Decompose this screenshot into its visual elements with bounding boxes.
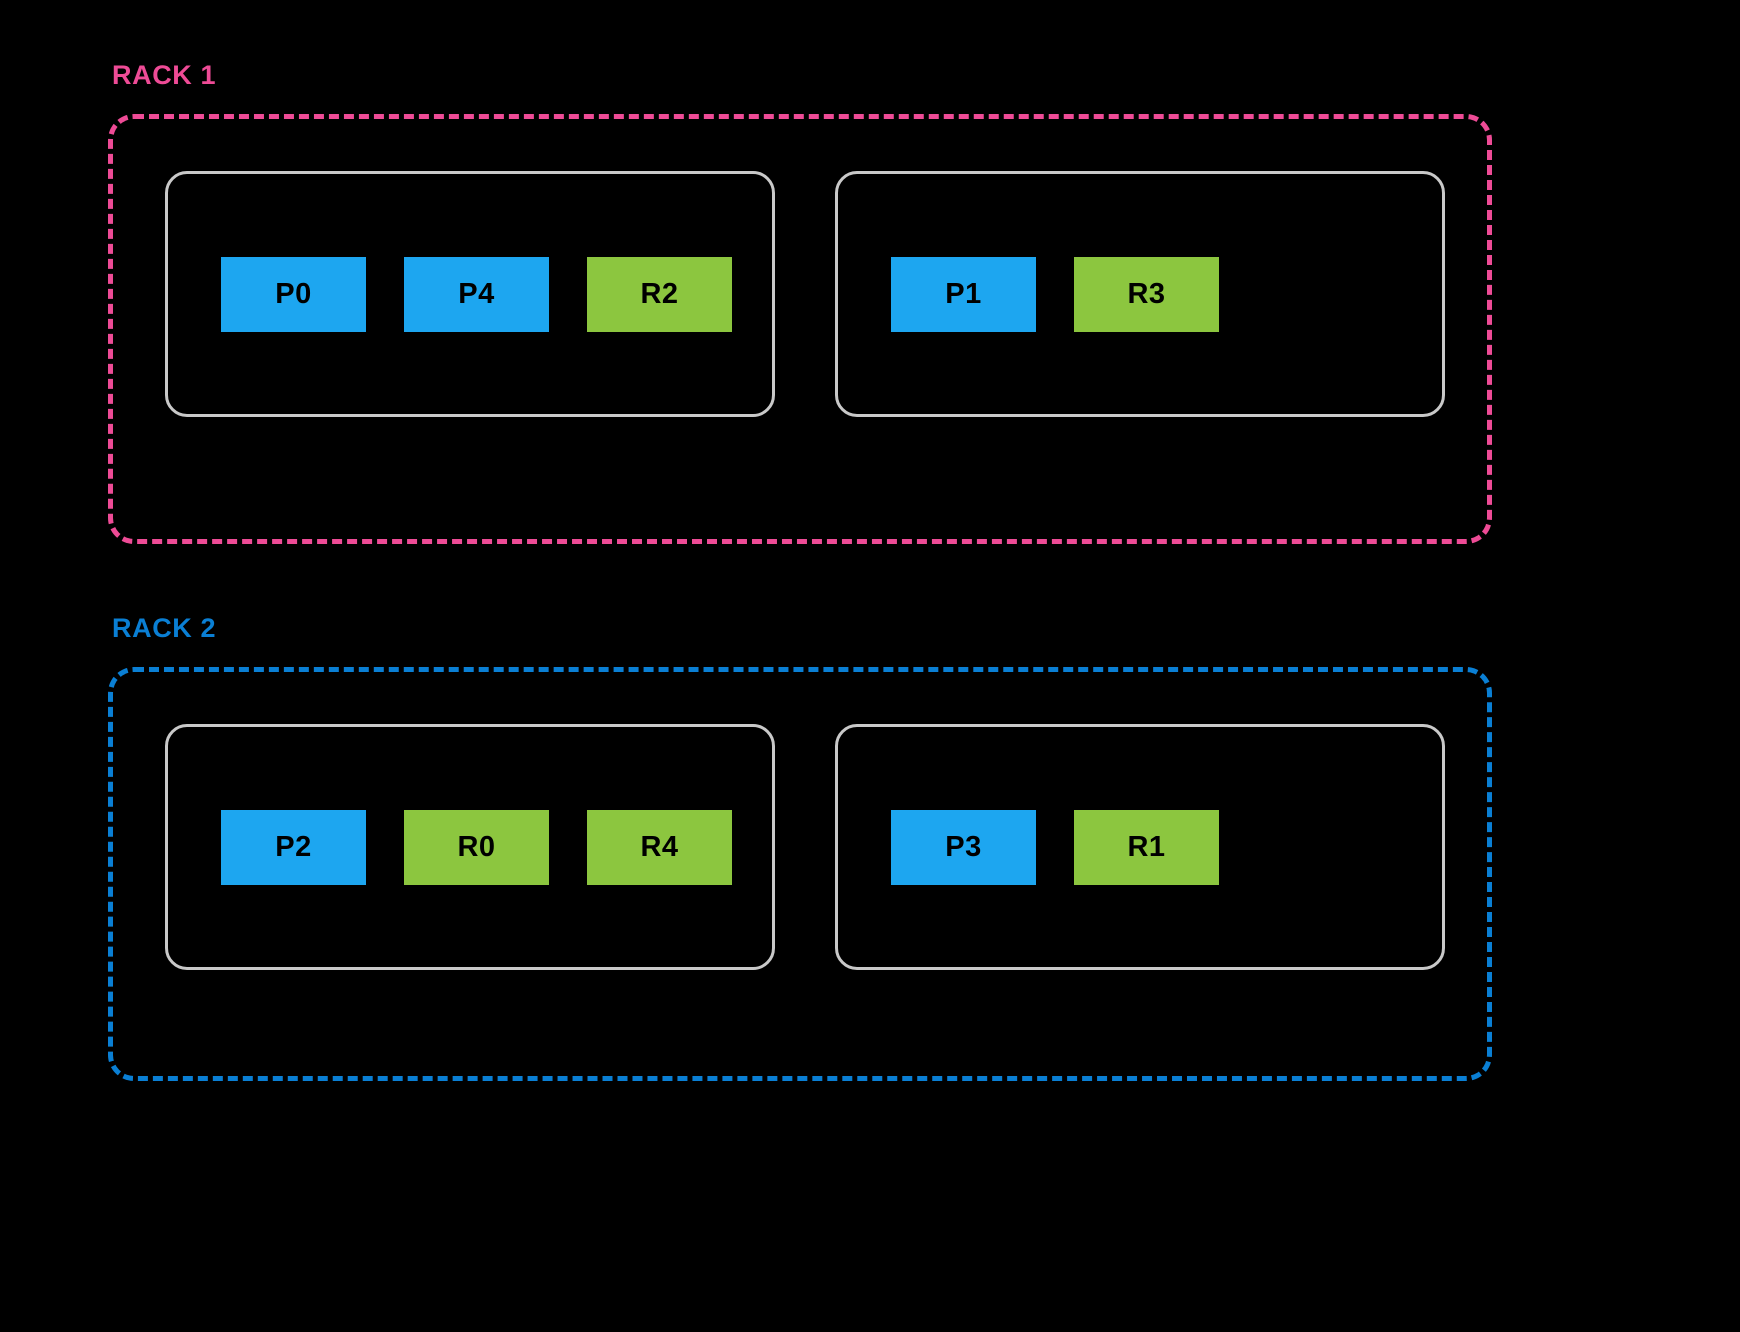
cell-r1[interactable]: R1 (1074, 809, 1219, 885)
node-box-rack1-node1: P0 P4 R2 (165, 171, 775, 417)
rack-boundary-1: P0 P4 R2 P1 R3 (108, 114, 1492, 544)
rack-1-nodes-row: P0 P4 R2 P1 R3 (113, 119, 1487, 539)
cell-r2[interactable]: R2 (587, 256, 732, 332)
rack-group-2: RACK 2 P2 R0 R4 P3 R1 (108, 615, 1492, 1081)
cell-p2[interactable]: P2 (221, 809, 366, 885)
cell-p0[interactable]: P0 (221, 256, 366, 332)
cell-p1[interactable]: P1 (891, 256, 1036, 332)
cell-p4[interactable]: P4 (404, 256, 549, 332)
cell-r4[interactable]: R4 (587, 809, 732, 885)
rack-group-1: RACK 1 P0 P4 R2 P1 R3 (108, 62, 1492, 544)
node-box-rack2-node1: P2 R0 R4 (165, 724, 775, 970)
rack-2-nodes-row: P2 R0 R4 P3 R1 (113, 672, 1487, 1076)
rack-boundary-2: P2 R0 R4 P3 R1 (108, 667, 1492, 1081)
rack-label-1: RACK 1 (112, 60, 217, 90)
cell-r3[interactable]: R3 (1074, 256, 1219, 332)
cell-r0[interactable]: R0 (404, 809, 549, 885)
node-box-rack1-node2: P1 R3 (835, 171, 1445, 417)
rack-label-2: RACK 2 (112, 613, 217, 643)
node-box-rack2-node2: P3 R1 (835, 724, 1445, 970)
cell-p3[interactable]: P3 (891, 809, 1036, 885)
